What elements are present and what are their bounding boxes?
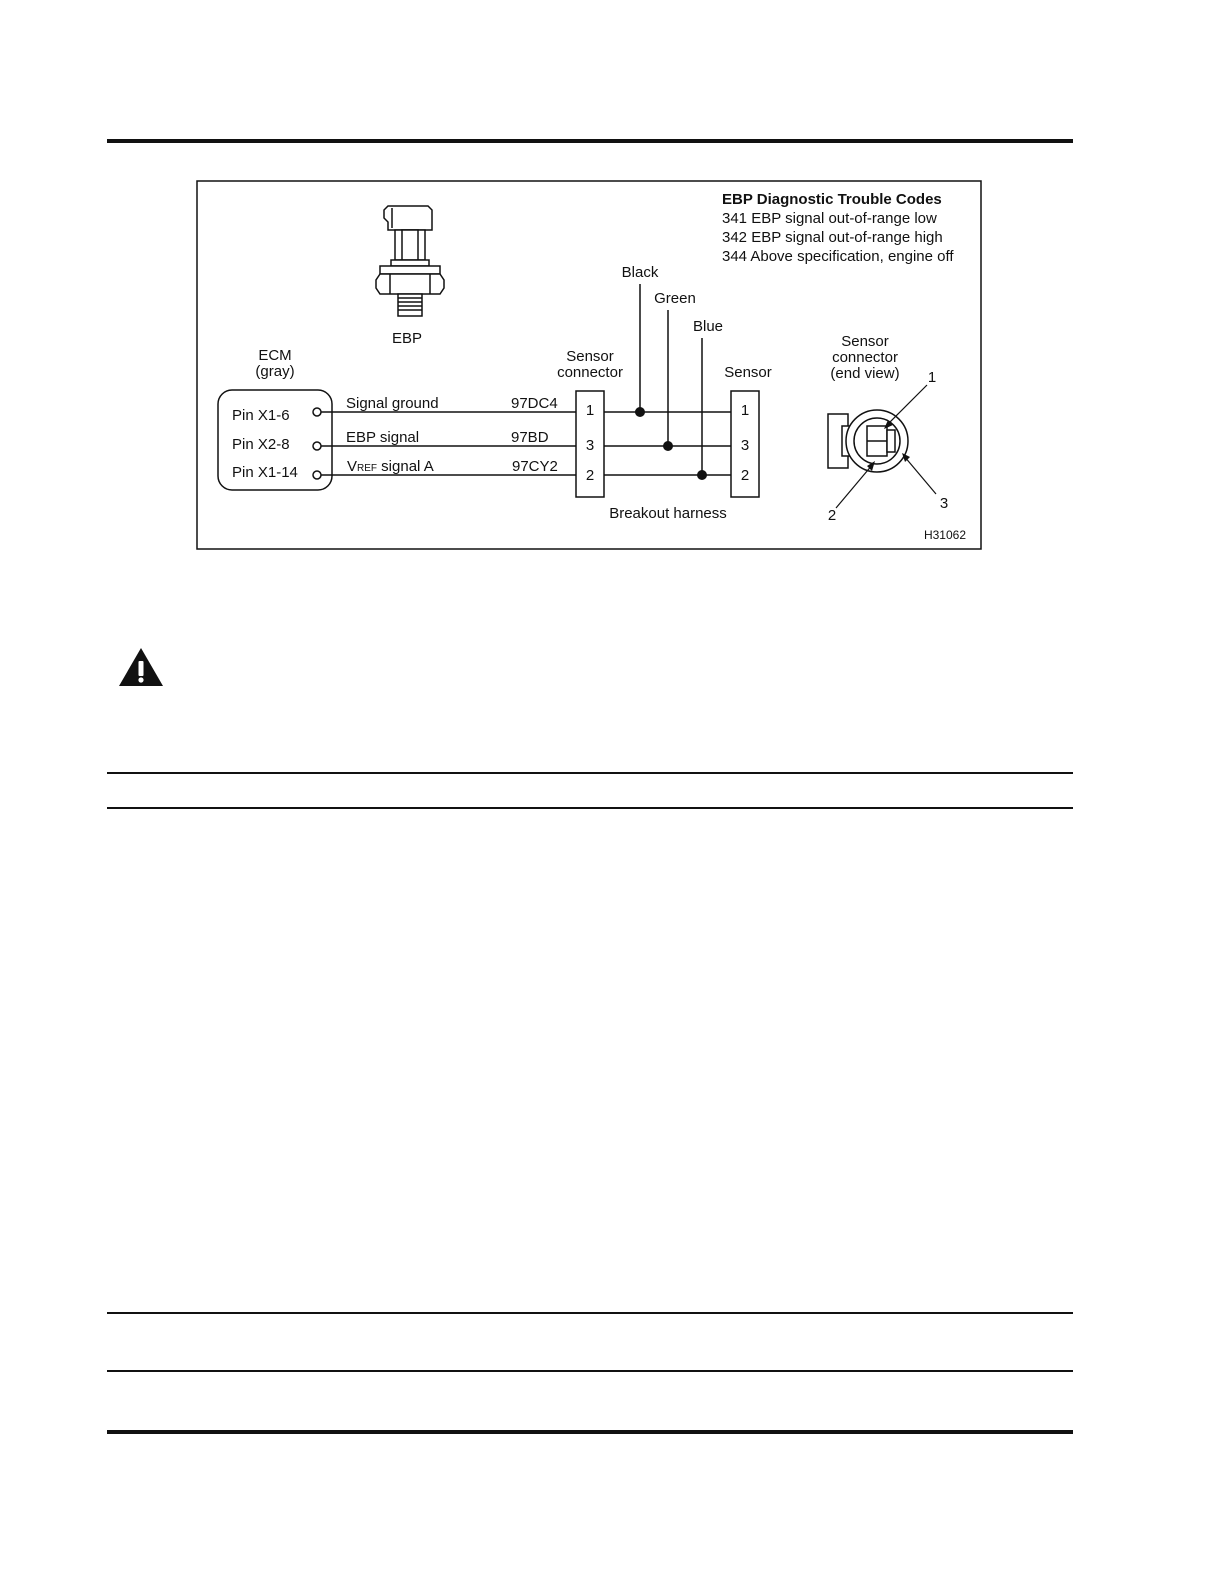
breakout-harness-label: Breakout harness: [609, 505, 727, 522]
ebp-wiring-diagram: EBP Diagnostic Trouble Codes 341 EBP sig…: [196, 180, 982, 550]
pin-leader-1: [885, 384, 928, 427]
circuit-name: Signal ground: [346, 395, 439, 412]
end-view-pin-number: 1: [928, 369, 936, 386]
sensor-connector-label: connector: [557, 364, 623, 381]
circuit-code: 97CY2: [512, 458, 558, 475]
ecm-pin-terminal: [312, 407, 322, 417]
ecm-box: [217, 389, 333, 491]
dtc-line: 342 EBP signal out-of-range high: [722, 229, 943, 246]
section-rule: [107, 1370, 1073, 1372]
splice-dot: [635, 407, 645, 417]
dtc-title: EBP Diagnostic Trouble Codes: [722, 191, 942, 208]
splice-dot: [697, 470, 707, 480]
ecm-pin-label: Pin X2-8: [232, 436, 290, 453]
figure-id: H31062: [924, 528, 966, 542]
ecm-title: ECM: [258, 347, 291, 364]
pin-leader-arrow: [884, 420, 893, 429]
ebp-sensor-icon: [375, 205, 445, 317]
pin-leader-arrow: [902, 453, 910, 462]
dtc-line: 341 EBP signal out-of-range low: [722, 210, 937, 227]
connector-pin-number: 1: [586, 402, 594, 419]
circuit-code: 97BD: [511, 429, 549, 446]
warning-triangle-icon: [119, 648, 163, 686]
pin-leader-arrow: [867, 461, 875, 471]
ecm-pin-label: Pin X1-6: [232, 407, 290, 424]
circuit-name: EBP signal: [346, 429, 419, 446]
end-view-label: (end view): [830, 365, 899, 382]
section-rule: [107, 772, 1073, 774]
connector-end-view-icon: [827, 409, 909, 473]
pin-leader-3: [903, 455, 937, 495]
ecm-subtitle: (gray): [255, 363, 294, 380]
top-rule: [107, 139, 1073, 143]
connector-pin-number: 2: [586, 467, 594, 484]
lead-color-label: Blue: [693, 318, 723, 335]
ecm-pin-terminal: [312, 441, 322, 451]
pin-leader-2: [835, 463, 874, 509]
splice-dot: [663, 441, 673, 451]
ecm-pin-terminal: [312, 470, 322, 480]
lead-color-label: Green: [654, 290, 696, 307]
sensor-pin-number: 3: [741, 437, 749, 454]
circuit-code: 97DC4: [511, 395, 558, 412]
sensor-pin-number: 2: [741, 467, 749, 484]
sensor-pin-number: 1: [741, 402, 749, 419]
end-view-pin-number: 2: [828, 507, 836, 524]
breakout-connector-box: [575, 390, 605, 498]
sensor-label: Sensor: [724, 364, 772, 381]
end-view-label: connector: [832, 349, 898, 366]
dtc-line: 344 Above specification, engine off: [722, 248, 954, 265]
section-rule: [107, 807, 1073, 809]
ecm-pin-label: Pin X1-14: [232, 464, 298, 481]
end-view-pin-number: 3: [940, 495, 948, 512]
bottom-rule: [107, 1430, 1073, 1434]
connector-pin-number: 3: [586, 437, 594, 454]
lead-color-label: Black: [622, 264, 659, 281]
section-rule: [107, 1312, 1073, 1314]
sensor-connector-box: [730, 390, 760, 498]
ebp-label: EBP: [392, 330, 422, 347]
end-view-label: Sensor: [841, 333, 889, 350]
sensor-connector-label: Sensor: [566, 348, 614, 365]
circuit-name: VREF signal A: [347, 458, 434, 475]
